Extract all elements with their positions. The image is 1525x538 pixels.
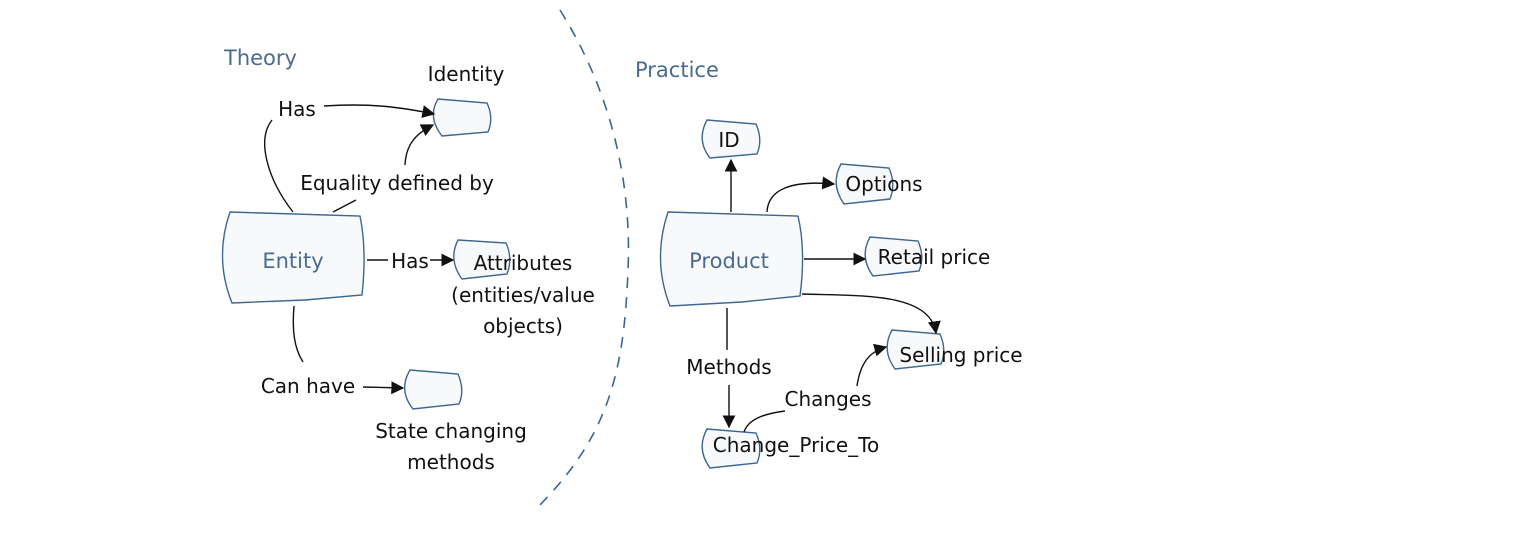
entity-node	[221, 211, 365, 304]
id-node	[701, 119, 761, 159]
attributes-node	[453, 239, 511, 280]
change-price-to-label: Change_Price_To	[713, 433, 879, 457]
equality-label: Equality defined by	[300, 171, 494, 195]
changes-label: Changes	[785, 387, 872, 411]
has-identity-label: Has	[278, 97, 316, 121]
entity-to-equality-line	[332, 199, 357, 213]
entity-label: Entity	[262, 249, 323, 273]
product-label: Product	[689, 249, 769, 273]
selling-price-label: Selling price	[899, 343, 1022, 367]
options-label: Options	[845, 172, 922, 196]
retail-price-label: Retail price	[878, 245, 991, 269]
practice-heading: Practice	[635, 58, 719, 82]
change-price-to-node	[701, 428, 761, 469]
can-have-label: Can have	[261, 374, 355, 398]
change-price-to-changes-line	[743, 410, 786, 433]
attributes-label-3: objects)	[483, 314, 563, 338]
state-methods-label-2: methods	[407, 450, 495, 474]
selling-price-node	[886, 329, 945, 370]
section-divider	[534, 9, 630, 511]
state-methods-node	[404, 369, 463, 410]
entity-to-can-have-line	[292, 305, 304, 363]
methods-label: Methods	[686, 355, 771, 379]
equality-to-identity-arrow	[404, 124, 435, 166]
can-have-to-state-arrow	[362, 381, 405, 395]
attributes-label-2: (entities/value	[451, 283, 595, 307]
product-to-options-arrow	[766, 176, 836, 213]
entity-to-has-line	[264, 119, 294, 213]
product-to-selling-arrow	[801, 293, 941, 335]
has-attributes-label: Has	[391, 249, 429, 273]
changes-to-selling-arrow	[856, 343, 888, 387]
id-label: ID	[718, 128, 739, 152]
has-to-identity-arrow	[323, 104, 436, 119]
product-node	[659, 211, 804, 307]
identity-node	[432, 98, 492, 137]
identity-label: Identity	[428, 62, 505, 86]
retail-price-node	[864, 236, 923, 277]
options-node	[835, 163, 894, 205]
theory-heading: Theory	[223, 46, 297, 70]
state-methods-label-1: State changing	[375, 419, 527, 443]
attributes-label-1: Attributes	[474, 251, 573, 275]
